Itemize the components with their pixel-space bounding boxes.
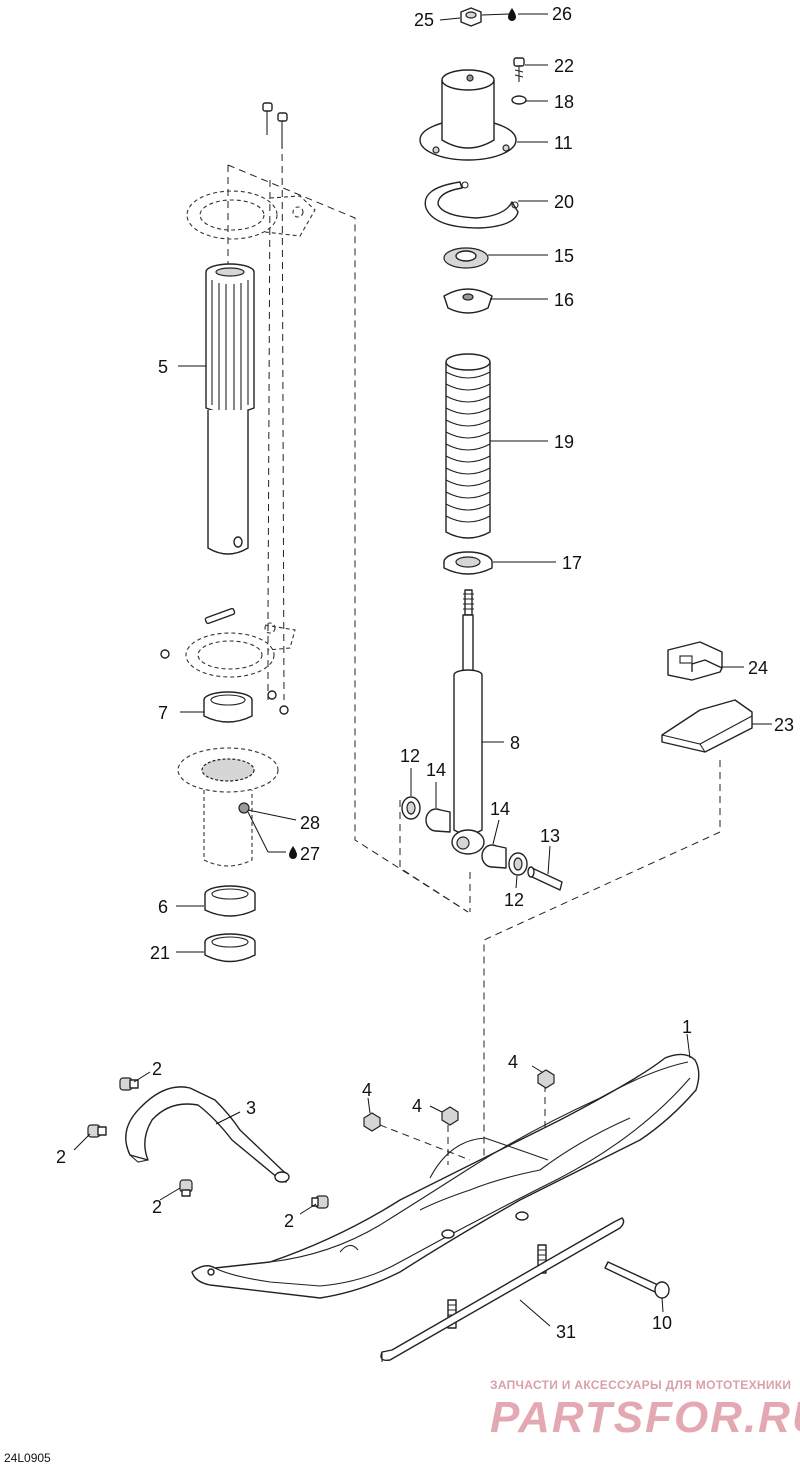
- callout-13: 13: [540, 826, 560, 846]
- bolts-part-2: [87, 1077, 329, 1209]
- callout-16: 16: [554, 290, 574, 310]
- callout-2-top: 2: [152, 1059, 162, 1079]
- bushing-part-6: [204, 885, 256, 917]
- runner-part-31: [380, 1217, 625, 1362]
- callout-8: 8: [510, 733, 520, 753]
- washer-part-18: [511, 95, 527, 105]
- washer-bushing-right: [481, 844, 528, 876]
- clip-part-24: [667, 641, 723, 681]
- ski-part-1: [191, 1053, 700, 1299]
- diagram-code: 24L0905: [4, 1451, 51, 1465]
- nut-part-25: [460, 7, 482, 27]
- handle-part-3: [125, 1086, 290, 1183]
- watermark-caption: ЗАПЧАСТИ И АКСЕССУАРЫ ДЛЯ МОТОТЕХНИКИ: [490, 1378, 791, 1392]
- top-mount-part-11: [419, 69, 517, 161]
- callout-2-right: 2: [284, 1211, 294, 1231]
- callout-28: 28: [300, 813, 320, 833]
- callout-24: 24: [748, 658, 768, 678]
- callout-4-left: 4: [362, 1080, 372, 1100]
- callout-12-upper: 12: [400, 746, 420, 766]
- callout-4-right: 4: [508, 1052, 518, 1072]
- screw-part-22: [513, 57, 525, 82]
- callout-27: 27: [300, 844, 320, 864]
- bolt-part-10: [604, 1261, 670, 1299]
- callout-18: 18: [554, 92, 574, 112]
- spring-seat-part-16: [443, 288, 493, 314]
- callout-20: 20: [554, 192, 574, 212]
- callout-14-right: 14: [490, 799, 510, 819]
- lower-steering-bracket: [160, 607, 296, 715]
- callout-25: 25: [414, 10, 434, 30]
- washer-part-15: [443, 247, 489, 269]
- callout-4-middle: 4: [412, 1096, 422, 1116]
- callout-7: 7: [158, 703, 168, 723]
- spring-seat-part-17: [443, 551, 493, 575]
- lubricant-drop-icon: [508, 8, 516, 21]
- mounting-bolts: [262, 102, 288, 148]
- callout-3: 3: [246, 1098, 256, 1118]
- leader-lines: [73, 13, 772, 1327]
- callout-2-bottom: 2: [152, 1197, 162, 1217]
- steering-column-part-5: [205, 263, 255, 555]
- callout-6: 6: [158, 897, 168, 917]
- watermark-brand: PARTSFOR.RU: [490, 1393, 800, 1442]
- callout-22: 22: [554, 56, 574, 76]
- threadlocker-drop-icon: [289, 846, 297, 859]
- nuts-part-4: [363, 1069, 555, 1132]
- callout-15: 15: [554, 246, 574, 266]
- callout-23: 23: [774, 715, 794, 735]
- watermark: ЗАПЧАСТИ И АКСЕССУАРЫ ДЛЯ МОТОТЕХНИКИ PA…: [490, 1378, 800, 1442]
- callout-26: 26: [552, 4, 572, 24]
- spring-part-19: [445, 353, 491, 539]
- callout-10: 10: [652, 1313, 672, 1333]
- callout-31: 31: [556, 1322, 576, 1342]
- callout-14-left: 14: [426, 760, 446, 780]
- pin-part-13: [527, 866, 563, 891]
- bushing-part-7: [203, 691, 253, 723]
- circlip-part-20: [424, 181, 519, 229]
- callout-labels: 25 26 22 18 11 20 15 16 19 17 5 24 23 7 …: [56, 4, 794, 1342]
- steering-housing: [177, 747, 279, 867]
- wear-pad-part-23: [661, 699, 753, 753]
- callout-21: 21: [150, 943, 170, 963]
- callout-17: 17: [562, 553, 582, 573]
- upper-steering-bracket: [186, 190, 316, 240]
- callout-2-left: 2: [56, 1147, 66, 1167]
- bushing-part-21: [204, 933, 256, 963]
- callout-1: 1: [682, 1017, 692, 1037]
- callout-19: 19: [554, 432, 574, 452]
- callout-12-lower: 12: [504, 890, 524, 910]
- washer-bushing-left: [401, 796, 451, 833]
- callout-11: 11: [554, 133, 573, 153]
- shock-absorber-part-8: [451, 589, 485, 855]
- callout-5: 5: [158, 357, 168, 377]
